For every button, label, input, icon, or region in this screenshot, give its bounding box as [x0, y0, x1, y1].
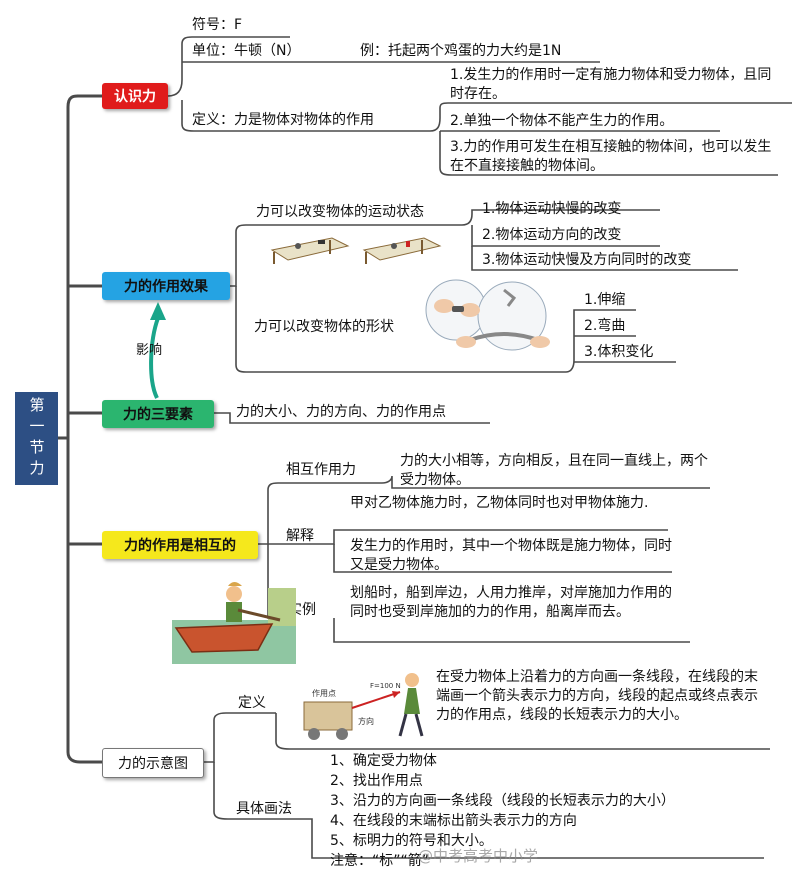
boat-illustration — [172, 582, 296, 664]
definition-text: 在受力物体上沿着力的方向画一条线段，在线段的末端画一个箭头表示力的方向，线段的起… — [436, 669, 758, 723]
ball-track-illustration — [270, 237, 442, 264]
node-force-diagram-label: 力的示意图 — [118, 756, 188, 772]
explain-text-1: 甲对乙物体施力时，乙物体同时也对甲物体施力. — [350, 495, 649, 511]
note-1: 1.发生力的作用时一定有施力物体和受力物体，且同时存在。 — [450, 67, 772, 102]
method-step-note: 注意：“标”“箭” — [330, 853, 430, 869]
node-three-elements-label: 力的三要素 — [123, 407, 193, 423]
method-step-2: 2、找出作用点 — [330, 773, 423, 789]
shape-item-3: 3.体积变化 — [584, 344, 654, 360]
force-unit-example: 例：托起两个鸡蛋的力大约是1N — [360, 43, 562, 59]
force-definition: 定义：力是物体对物体的作用 — [192, 112, 374, 128]
note-2: 2.单独一个物体不能产生力的作用。 — [450, 113, 674, 129]
motion-state-text: 力可以改变物体的运动状态 — [256, 204, 424, 220]
mutual-force-label: 相互作用力 — [286, 462, 356, 478]
shape-change-text: 力可以改变物体的形状 — [254, 319, 394, 335]
node-force-diagram[interactable]: 力的示意图 — [102, 748, 204, 778]
node-three-elements[interactable]: 力的三要素 — [102, 400, 214, 428]
shape-change-illustration — [425, 279, 550, 351]
method-step-3: 3、沿力的方向画一条线段（线段的长短表示力的大小） — [330, 793, 675, 809]
shape-item-2: 2.弯曲 — [584, 318, 626, 334]
motion-item-1: 1.物体运动快慢的改变 — [482, 201, 622, 217]
motion-item-3: 3.物体运动快慢及方向同时的改变 — [482, 252, 692, 268]
method-step-4: 4、在线段的末端标出箭头表示力的方向 — [330, 813, 577, 829]
force-diagram-illustration: 作用点 方向 F=100 N — [303, 673, 424, 740]
method-step-1: 1、确定受力物体 — [330, 753, 437, 769]
note-3: 3.力的作用可发生在相互接触的物体间，也可以发生在不直接接触的物体间。 — [450, 139, 772, 174]
root-title: 第一节力 — [27, 396, 46, 481]
node-force-effect[interactable]: 力的作用效果 — [102, 272, 230, 300]
shape-item-1: 1.伸缩 — [584, 292, 626, 308]
force-symbol: 符号：F — [192, 17, 243, 33]
node-force-effect-label: 力的作用效果 — [124, 279, 208, 295]
fig-force-label: F=100 N — [370, 682, 401, 690]
force-unit: 单位：牛顿（N） — [192, 43, 301, 59]
fig-direction-label: 方向 — [358, 716, 374, 726]
three-elements-content: 力的大小、力的方向、力的作用点 — [236, 404, 446, 420]
watermark: @中考高考中小学 — [418, 847, 539, 865]
fig-point-label: 作用点 — [312, 688, 336, 698]
method-label: 具体画法 — [236, 801, 292, 817]
explain-label: 解释 — [286, 528, 314, 544]
root-node[interactable]: 第一节力 — [15, 392, 58, 485]
definition-label: 定义 — [238, 695, 266, 711]
method-step-5: 5、标明力的符号和大小。 — [330, 833, 493, 849]
explain-text-2: 发生力的作用时，其中一个物体既是施力物体，同时又是受力物体。 — [350, 538, 672, 573]
node-force-mutual[interactable]: 力的作用是相互的 — [102, 531, 258, 559]
mutual-force-text: 力的大小相等，方向相反，且在同一直线上，两个受力物体。 — [400, 453, 708, 488]
influence-label: 影响 — [136, 343, 163, 358]
motion-item-2: 2.物体运动方向的改变 — [482, 227, 622, 243]
node-force-mutual-label: 力的作用是相互的 — [124, 538, 236, 554]
example-text: 划船时，船到岸边，人用力推岸，对岸施加力作用的同时也受到岸施加的力的作用，船离岸… — [350, 585, 672, 620]
node-know-force[interactable]: 认识力 — [102, 83, 168, 109]
node-know-force-label: 认识力 — [114, 89, 156, 105]
